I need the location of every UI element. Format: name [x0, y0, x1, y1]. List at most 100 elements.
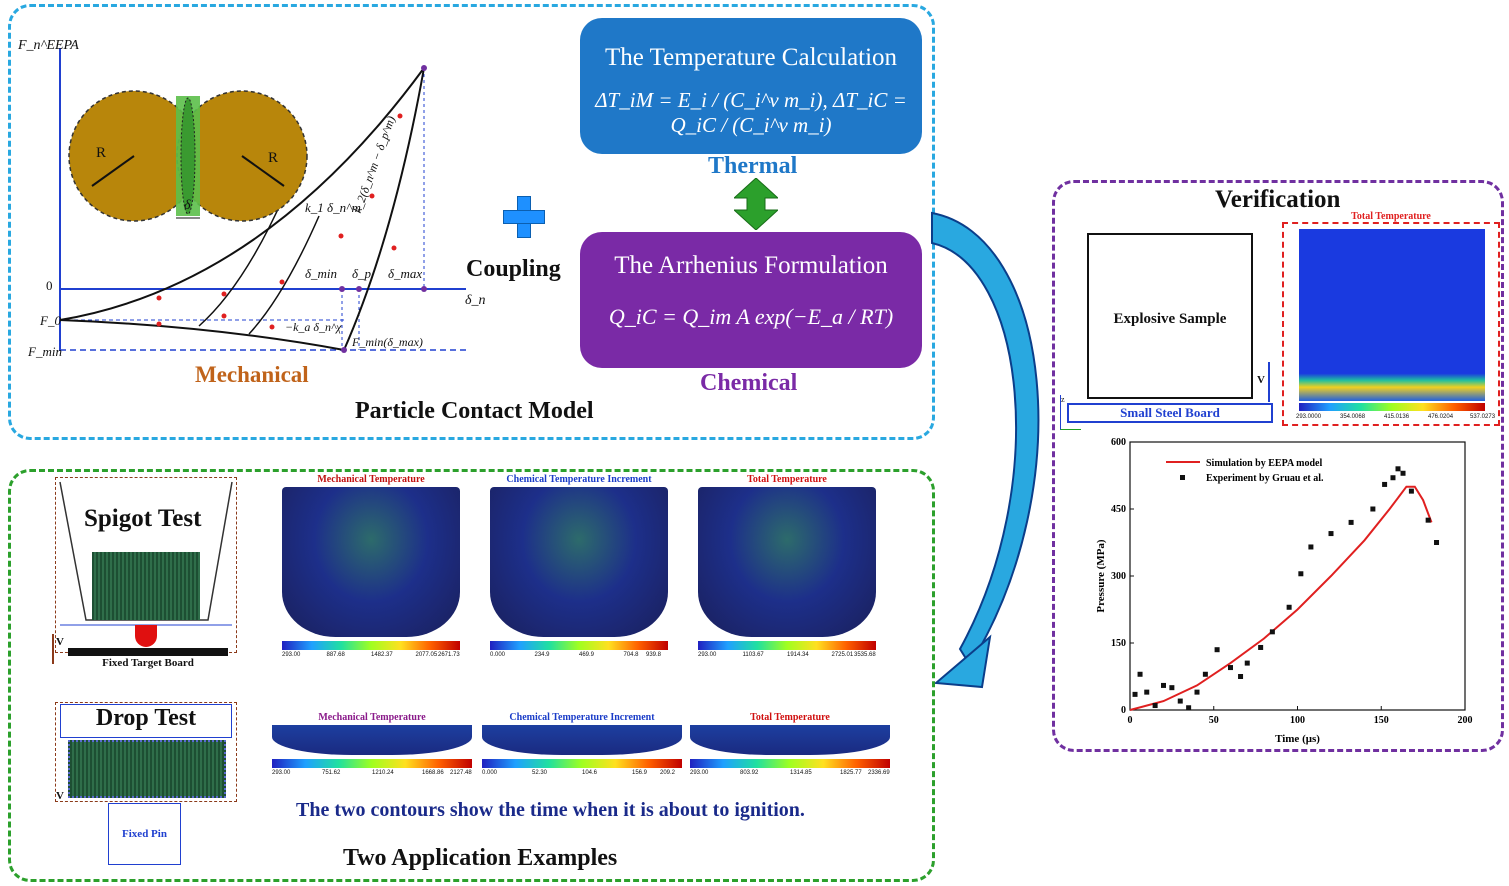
spigot-colorbar-tick: 939.8	[646, 652, 662, 658]
x-tick-label: 200	[1458, 715, 1473, 726]
drop-contour-title: Total Temperature	[750, 712, 830, 723]
applications-title: Two Application Examples	[343, 845, 618, 871]
r1-label: R	[96, 145, 107, 161]
flow-arrow-icon	[931, 211, 1040, 689]
experiment-point	[1382, 481, 1388, 487]
drop-colorbar-tick: 1668.86	[422, 770, 444, 776]
spigot-v0-label: V	[56, 636, 64, 648]
drop-colorbar-tick: 751.62	[322, 770, 341, 776]
legend-experiment-label: Experiment by Gruau et al.	[1206, 473, 1324, 484]
fixed-target-board	[68, 648, 228, 656]
drop-sample	[68, 740, 226, 798]
experiment-point	[1238, 674, 1244, 679]
spigot-plunger	[135, 625, 157, 647]
spigot-contour-image	[490, 487, 668, 637]
drop-test-title: Drop Test	[95, 705, 197, 731]
experiment-point	[1228, 665, 1233, 671]
thermal-label: Thermal	[708, 153, 798, 179]
delta-min-label: δ_min	[305, 266, 338, 281]
y-tick-label: 300	[1111, 571, 1126, 582]
experiment-point	[1298, 571, 1304, 577]
experiment-point	[1132, 691, 1138, 697]
vcbar-tick-0: 293.0000	[1296, 414, 1322, 420]
two-particles-illustration	[68, 90, 308, 222]
experiment-point	[1348, 519, 1354, 525]
experiment-point	[1328, 531, 1334, 537]
experiment-point	[1269, 629, 1275, 635]
spigot-colorbar-tick: 293.00	[282, 652, 301, 658]
drop-v0-label: V	[56, 790, 64, 802]
x-tick-label: 100	[1290, 715, 1305, 726]
r2-label: R	[268, 150, 279, 166]
spigot-contour-image	[282, 487, 460, 637]
experiment-point	[1169, 685, 1175, 691]
v0-label: V	[1257, 374, 1265, 386]
adhesion-label: −k_a δ_n^χ	[285, 320, 342, 334]
x-tick-label: 50	[1209, 715, 1219, 726]
spigot-colorbar-tick: 234.9	[534, 652, 550, 658]
vcbar-tick-4: 537.0273	[1470, 414, 1496, 420]
drop-colorbar	[690, 759, 890, 768]
spigot-colorbar-tick: 0.000	[490, 652, 506, 658]
small-steel-board-label: Small Steel Board	[1120, 405, 1220, 420]
legend-point-swatch	[1180, 475, 1185, 480]
temperature-calculation-title: The Temperature Calculation	[604, 44, 898, 71]
tick-zero: 0	[46, 278, 53, 293]
experiment-point	[1152, 703, 1158, 709]
coupling-label: Coupling	[466, 256, 561, 282]
spigot-colorbar-tick: 2077.05	[415, 652, 438, 658]
drop-colorbar-tick: 52.30	[532, 770, 548, 776]
drop-colorbar	[482, 759, 682, 768]
drop-contour-title: Mechanical Temperature	[318, 712, 426, 723]
tick-fmin: F_min	[28, 344, 62, 359]
ignition-caption: The two contours show the time when it i…	[296, 799, 805, 821]
fixed-pin-label: Fixed Pin	[122, 828, 167, 840]
spigot-colorbar-tick: 887.68	[326, 652, 345, 658]
experiment-point	[1286, 604, 1292, 610]
drop-contour-image	[482, 725, 682, 755]
spigot-contour-title: Total Temperature	[747, 474, 827, 485]
experiment-point	[1186, 705, 1192, 711]
vcbar-tick-1: 354.0068	[1340, 414, 1366, 420]
verification-panel	[1052, 180, 1504, 752]
x-axis-label: δ_n	[465, 293, 486, 308]
drop-colorbar-tick: 156.9	[632, 770, 648, 776]
spigot-colorbar-tick: 2671.73	[438, 652, 460, 658]
experiment-point	[1161, 682, 1166, 688]
vcbar-tick-3: 476.0204	[1428, 414, 1454, 420]
drop-contour-image	[690, 725, 890, 755]
arrhenius-title: The Arrhenius Formulation	[614, 252, 888, 279]
experiment-point	[1137, 671, 1143, 677]
bidirectional-arrow-icon	[734, 178, 778, 230]
particle-contact-model-title: Particle Contact Model	[355, 398, 594, 424]
drop-test-header	[60, 704, 232, 738]
spigot-colorbar-tick: 469.9	[579, 652, 595, 658]
drop-test-frame	[55, 702, 237, 802]
spigot-colorbar-tick: 3535.68	[854, 652, 876, 658]
experiment-point	[1214, 647, 1220, 653]
y-tick-label: 0	[1121, 705, 1126, 716]
spigot-colorbar	[698, 641, 876, 650]
y-axis-label: F_n^EEPA	[18, 38, 79, 53]
spigot-colorbar-tick: 1482.37	[371, 652, 393, 658]
verification-colorbar	[1299, 403, 1485, 411]
spigot-contour-title: Mechanical Temperature	[317, 474, 425, 485]
applications-panel	[8, 469, 935, 882]
experiment-point	[1202, 671, 1208, 677]
spigot-colorbar-tick: 1914.34	[787, 652, 809, 658]
delta-p-label: δ_p	[352, 266, 372, 281]
y-tick-label: 450	[1111, 504, 1126, 515]
spigot-colorbar-tick: 1103.67	[742, 652, 764, 658]
experiment-point	[1395, 466, 1401, 472]
drop-colorbar-tick: 0.000	[482, 770, 498, 776]
drop-colorbar-tick: 293.00	[272, 770, 291, 776]
spigot-colorbar-tick: 704.8	[623, 652, 639, 658]
experiment-point	[1177, 698, 1183, 704]
experiment-point	[1390, 475, 1396, 481]
spigot-contour-image	[698, 487, 876, 637]
chemical-label: Chemical	[700, 370, 798, 396]
drop-colorbar-tick: 293.00	[690, 770, 709, 776]
verification-contour-title: Total Temperature	[1351, 211, 1431, 222]
total-temperature-contour-frame	[1282, 222, 1500, 426]
